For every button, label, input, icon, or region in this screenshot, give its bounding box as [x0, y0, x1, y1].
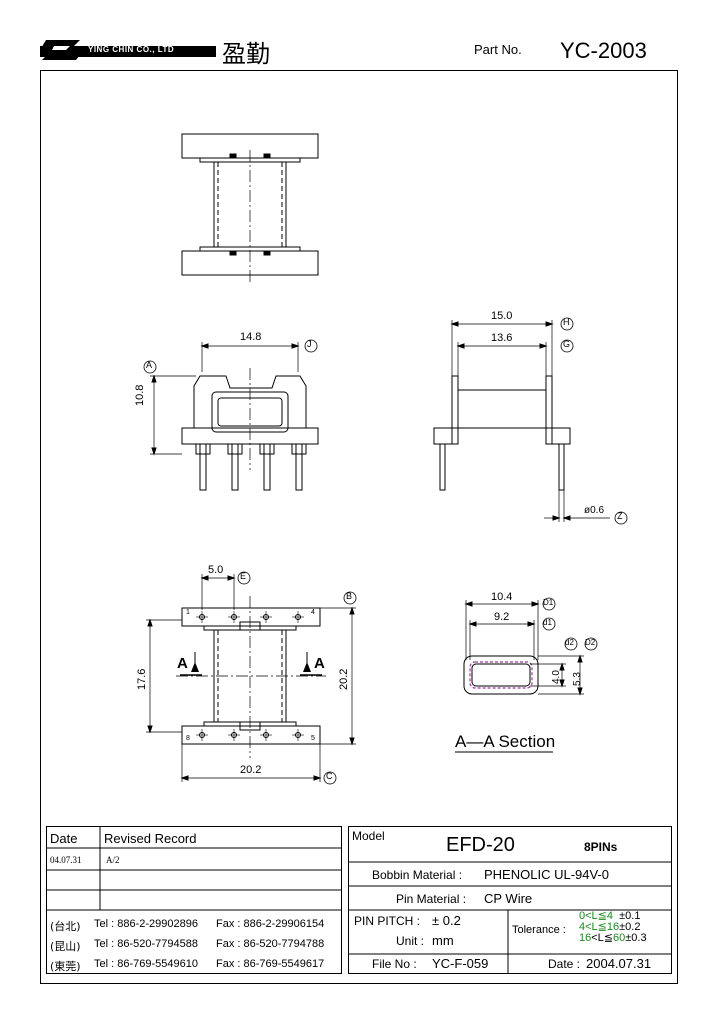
file-value: YC-F-059	[432, 956, 489, 971]
contact-city: (昆山)	[50, 940, 81, 953]
company-name-en: YING CHIN CO., LTD	[88, 45, 175, 54]
pitch-value: ± 0.2	[432, 913, 461, 928]
dim-section-inner-h: 4.0	[551, 670, 562, 684]
dim-pin-dia: ø0.6	[584, 505, 605, 516]
reference-circles	[143, 317, 628, 785]
front-view	[150, 342, 319, 491]
contact-fax: Fax : 886-2-29906154	[216, 918, 325, 930]
ref-j: J	[307, 339, 312, 349]
dim-section-outer-h: 5.3	[572, 672, 583, 686]
pin-5-label: 5	[311, 735, 315, 742]
section-title: A—A Section	[455, 732, 556, 751]
drawing-frame	[40, 70, 678, 984]
ref-z: Z	[617, 511, 623, 521]
revision-row-record: A/2	[106, 855, 120, 865]
pin-1-label: 1	[186, 609, 190, 616]
pin-material-value: CP Wire	[484, 891, 533, 906]
side-view	[433, 320, 610, 522]
model-label: Model	[352, 829, 385, 843]
tolerance-row-1: 0<L≦4 ±0.1	[579, 910, 641, 922]
ref-d1-upper: D1	[543, 598, 554, 607]
date-value: 2004.07.31	[586, 956, 652, 971]
pitch-label: PIN PITCH :	[354, 914, 421, 928]
dim-side-inner: 13.6	[491, 332, 513, 344]
section-view	[455, 600, 584, 753]
company-logo-icon	[40, 40, 84, 60]
pin-4-label: 4	[311, 609, 315, 616]
dim-side-outer: 15.0	[491, 310, 513, 322]
tolerance-label: Tolerance :	[512, 924, 566, 936]
pin-8-label: 8	[186, 735, 190, 742]
ref-c: C	[326, 771, 333, 781]
ref-d2-lower: d2	[565, 638, 574, 647]
contact-tel: Tel : 86-769-5549610	[94, 958, 198, 970]
ref-h: H	[563, 317, 570, 327]
contact-fax: Fax : 86-769-5549617	[216, 958, 325, 970]
ref-d1-lower: d1	[543, 618, 552, 627]
section-arrow-right: A	[314, 655, 325, 672]
ref-g: G	[563, 339, 571, 349]
unit-label: Unit :	[396, 934, 425, 948]
dim-inner-height: 17.6	[136, 668, 148, 690]
contact-city: (東莞)	[50, 960, 81, 973]
contact-fax: Fax : 86-520-7794788	[216, 938, 325, 950]
tolerance-row-3: 16<L≦60±0.3	[579, 932, 647, 944]
bobbin-value: PHENOLIC UL-94V-0	[484, 867, 609, 882]
dim-top-width: 14.8	[240, 331, 262, 343]
dim-bottom-width: 20.2	[240, 764, 262, 776]
bottom-view	[146, 574, 356, 782]
contact-city: (台北)	[50, 920, 81, 933]
dim-section-outer-w: 10.4	[491, 591, 513, 603]
contact-tel: Tel : 86-520-7794588	[94, 938, 198, 950]
logo-bar	[40, 46, 216, 57]
spec-table	[348, 826, 672, 974]
part-no-label: Part No.	[474, 42, 522, 57]
date-label: Date :	[548, 957, 581, 971]
col-record-header: Revised Record	[104, 831, 197, 846]
dim-height-a: 10.8	[134, 384, 146, 406]
col-date-header: Date	[50, 831, 78, 846]
revision-grid	[46, 826, 342, 911]
file-label: File No :	[372, 957, 417, 971]
dim-section-inner-w: 9.2	[494, 611, 510, 623]
ref-a: A	[146, 360, 153, 370]
dim-pin-spacing: 5.0	[208, 564, 224, 576]
ref-d2-upper: D2	[585, 638, 596, 647]
ref-b: B	[346, 591, 353, 601]
contact-tel: Tel : 886-2-29902896	[94, 918, 198, 930]
dim-outer-height: 20.2	[338, 668, 350, 690]
spec-grid	[348, 861, 672, 974]
section-arrow-left: A	[177, 655, 188, 672]
model-value: EFD-20	[446, 834, 515, 856]
bobbin-label: Bobbin Material :	[372, 868, 463, 882]
revision-row-date: 04.07.31	[50, 855, 82, 865]
pin-material-label: Pin Material :	[396, 892, 467, 906]
company-name-cn: 盈勤	[222, 40, 270, 68]
pins-value: 8PINs	[584, 840, 618, 854]
tolerance-row-2: 4<L≦16±0.2	[579, 921, 641, 933]
part-no-value: YC-2003	[560, 38, 647, 63]
top-view	[181, 133, 319, 285]
revision-table	[46, 826, 342, 974]
ref-e: E	[240, 571, 247, 581]
unit-value: mm	[432, 933, 454, 948]
